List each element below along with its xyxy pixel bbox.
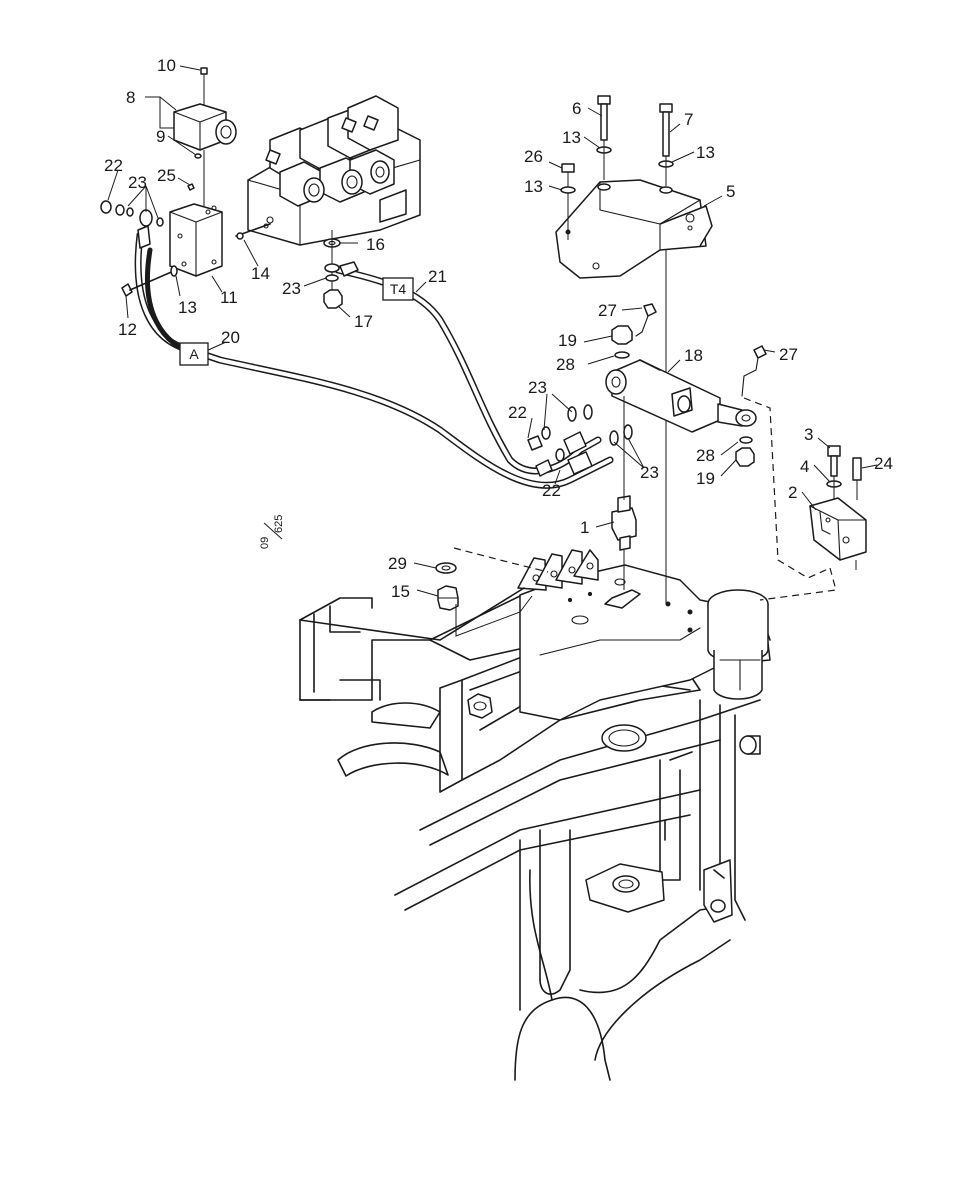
cylinder-18 xyxy=(605,303,767,590)
callout-19-b: 19 xyxy=(696,469,715,488)
callout-28-b: 28 xyxy=(696,446,715,465)
callout-22-c: 22 xyxy=(542,481,561,500)
svg-text:T4: T4 xyxy=(390,281,407,297)
pivot-arm-assembly xyxy=(299,549,771,721)
callout-16: 16 xyxy=(366,235,385,254)
assembly-dash-lines xyxy=(453,397,837,637)
callout-14: 14 xyxy=(251,264,270,283)
callout-25: 25 xyxy=(157,166,176,185)
callout-23-b: 23 xyxy=(282,279,301,298)
bracket-2 xyxy=(809,445,867,570)
callout-9: 9 xyxy=(156,127,165,146)
callout-27-a: 27 xyxy=(598,301,617,320)
callout-3: 3 xyxy=(804,425,813,444)
callout-22-a: 22 xyxy=(104,156,123,175)
callout-23-a: 23 xyxy=(128,173,147,192)
drawing-reference: 09 625 xyxy=(259,515,285,549)
valve-block-assembly xyxy=(235,95,421,309)
port-label-t4: T4 xyxy=(382,277,414,301)
callout-leaders xyxy=(107,65,878,597)
callout-12: 12 xyxy=(118,320,137,339)
callout-19-a: 19 xyxy=(558,331,577,350)
callout-24: 24 xyxy=(874,454,893,473)
callout-5: 5 xyxy=(726,182,735,201)
callout-13-b: 13 xyxy=(562,128,581,147)
svg-text:09: 09 xyxy=(259,537,271,549)
callout-20: 20 xyxy=(221,328,240,347)
callout-7: 7 xyxy=(684,110,693,129)
callout-15: 15 xyxy=(391,582,410,601)
callout-23-d: 23 xyxy=(640,463,659,482)
callout-28-a: 28 xyxy=(556,355,575,374)
bracket-5 xyxy=(555,95,713,604)
callout-13-a: 13 xyxy=(178,298,197,317)
svg-text:A: A xyxy=(189,346,199,362)
callout-18: 18 xyxy=(684,346,703,365)
port-label-a: A xyxy=(179,342,209,366)
callout-21: 21 xyxy=(428,267,447,286)
callout-26: 26 xyxy=(524,147,543,166)
callout-13-c: 13 xyxy=(696,143,715,162)
callout-13-d: 13 xyxy=(524,177,543,196)
callout-6: 6 xyxy=(572,99,581,118)
callout-29: 29 xyxy=(388,554,407,573)
callout-8: 8 xyxy=(126,88,135,107)
washer-and-nut xyxy=(435,562,459,611)
callout-22-b: 22 xyxy=(508,403,527,422)
callout-1: 1 xyxy=(580,518,589,537)
callout-2: 2 xyxy=(788,483,797,502)
callout-27-b: 27 xyxy=(779,345,798,364)
callout-10: 10 xyxy=(157,56,176,75)
callout-4: 4 xyxy=(800,457,809,476)
callout-numbers: 10 8 9 25 22 23 11 14 13 12 20 16 23 17 … xyxy=(104,56,893,601)
callout-17: 17 xyxy=(354,312,373,331)
svg-text:625: 625 xyxy=(273,515,285,533)
callout-23-c: 23 xyxy=(528,378,547,397)
callout-11: 11 xyxy=(220,288,238,307)
